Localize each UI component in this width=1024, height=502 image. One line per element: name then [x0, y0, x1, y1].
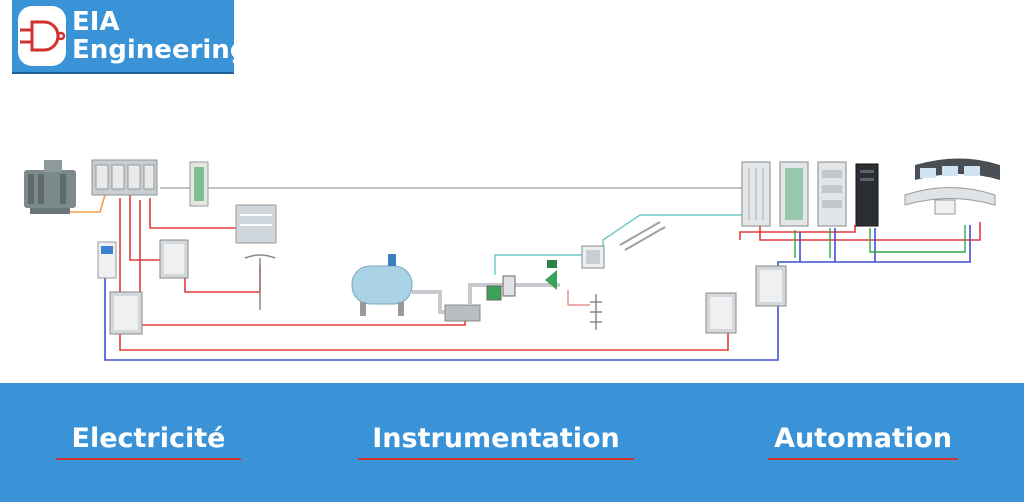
ups-cabinet-icon — [97, 241, 117, 279]
section-label-instrumentation: Instrumentation — [358, 423, 634, 460]
sensor-cable — [567, 290, 590, 306]
junction-box-icon — [581, 245, 605, 269]
lighting-room-icon — [235, 204, 277, 244]
pump-icon — [444, 304, 481, 322]
control-valve-icon — [545, 260, 557, 290]
footer-band: Electricité Instrumentation Automation — [0, 383, 1024, 502]
control-cable-blue — [104, 225, 971, 361]
distribution-box-icon — [705, 292, 737, 334]
switchgear-panel-icon — [91, 159, 158, 196]
process-pipe — [468, 283, 560, 305]
storage-tank-icon — [351, 254, 413, 316]
cable-tray-icon — [619, 221, 666, 251]
controller-cabinet-icon — [817, 161, 847, 227]
logo-text: EIA Engineering — [72, 8, 248, 64]
signal-cables-green — [794, 225, 966, 258]
distribution-box-icon — [159, 239, 189, 279]
street-lamp-icon — [244, 254, 276, 310]
control-room-console-icon — [904, 158, 1000, 215]
process-diagram — [24, 158, 1000, 361]
transmitter-icon — [486, 285, 502, 301]
flow-meter-icon — [502, 275, 516, 297]
marshalling-cabinet-icon — [741, 161, 771, 227]
signal-cables-teal — [494, 214, 745, 275]
transformer-icon — [24, 160, 76, 214]
sensor-probe-icon — [590, 294, 602, 330]
server-rack-icon — [855, 163, 879, 227]
logic-gate-icon — [18, 6, 66, 66]
io-cabinet-icon — [779, 161, 809, 227]
distribution-box-icon — [755, 265, 787, 307]
section-label-electricite: Electricité — [56, 423, 241, 460]
plc-rack-icon — [189, 161, 209, 207]
section-label-automation: Automation — [768, 423, 958, 460]
distribution-box-icon — [109, 291, 143, 335]
logo-line-1: EIA — [72, 6, 120, 37]
logo: EIA Engineering — [12, 0, 248, 74]
logo-line-2: Engineering — [72, 35, 249, 65]
